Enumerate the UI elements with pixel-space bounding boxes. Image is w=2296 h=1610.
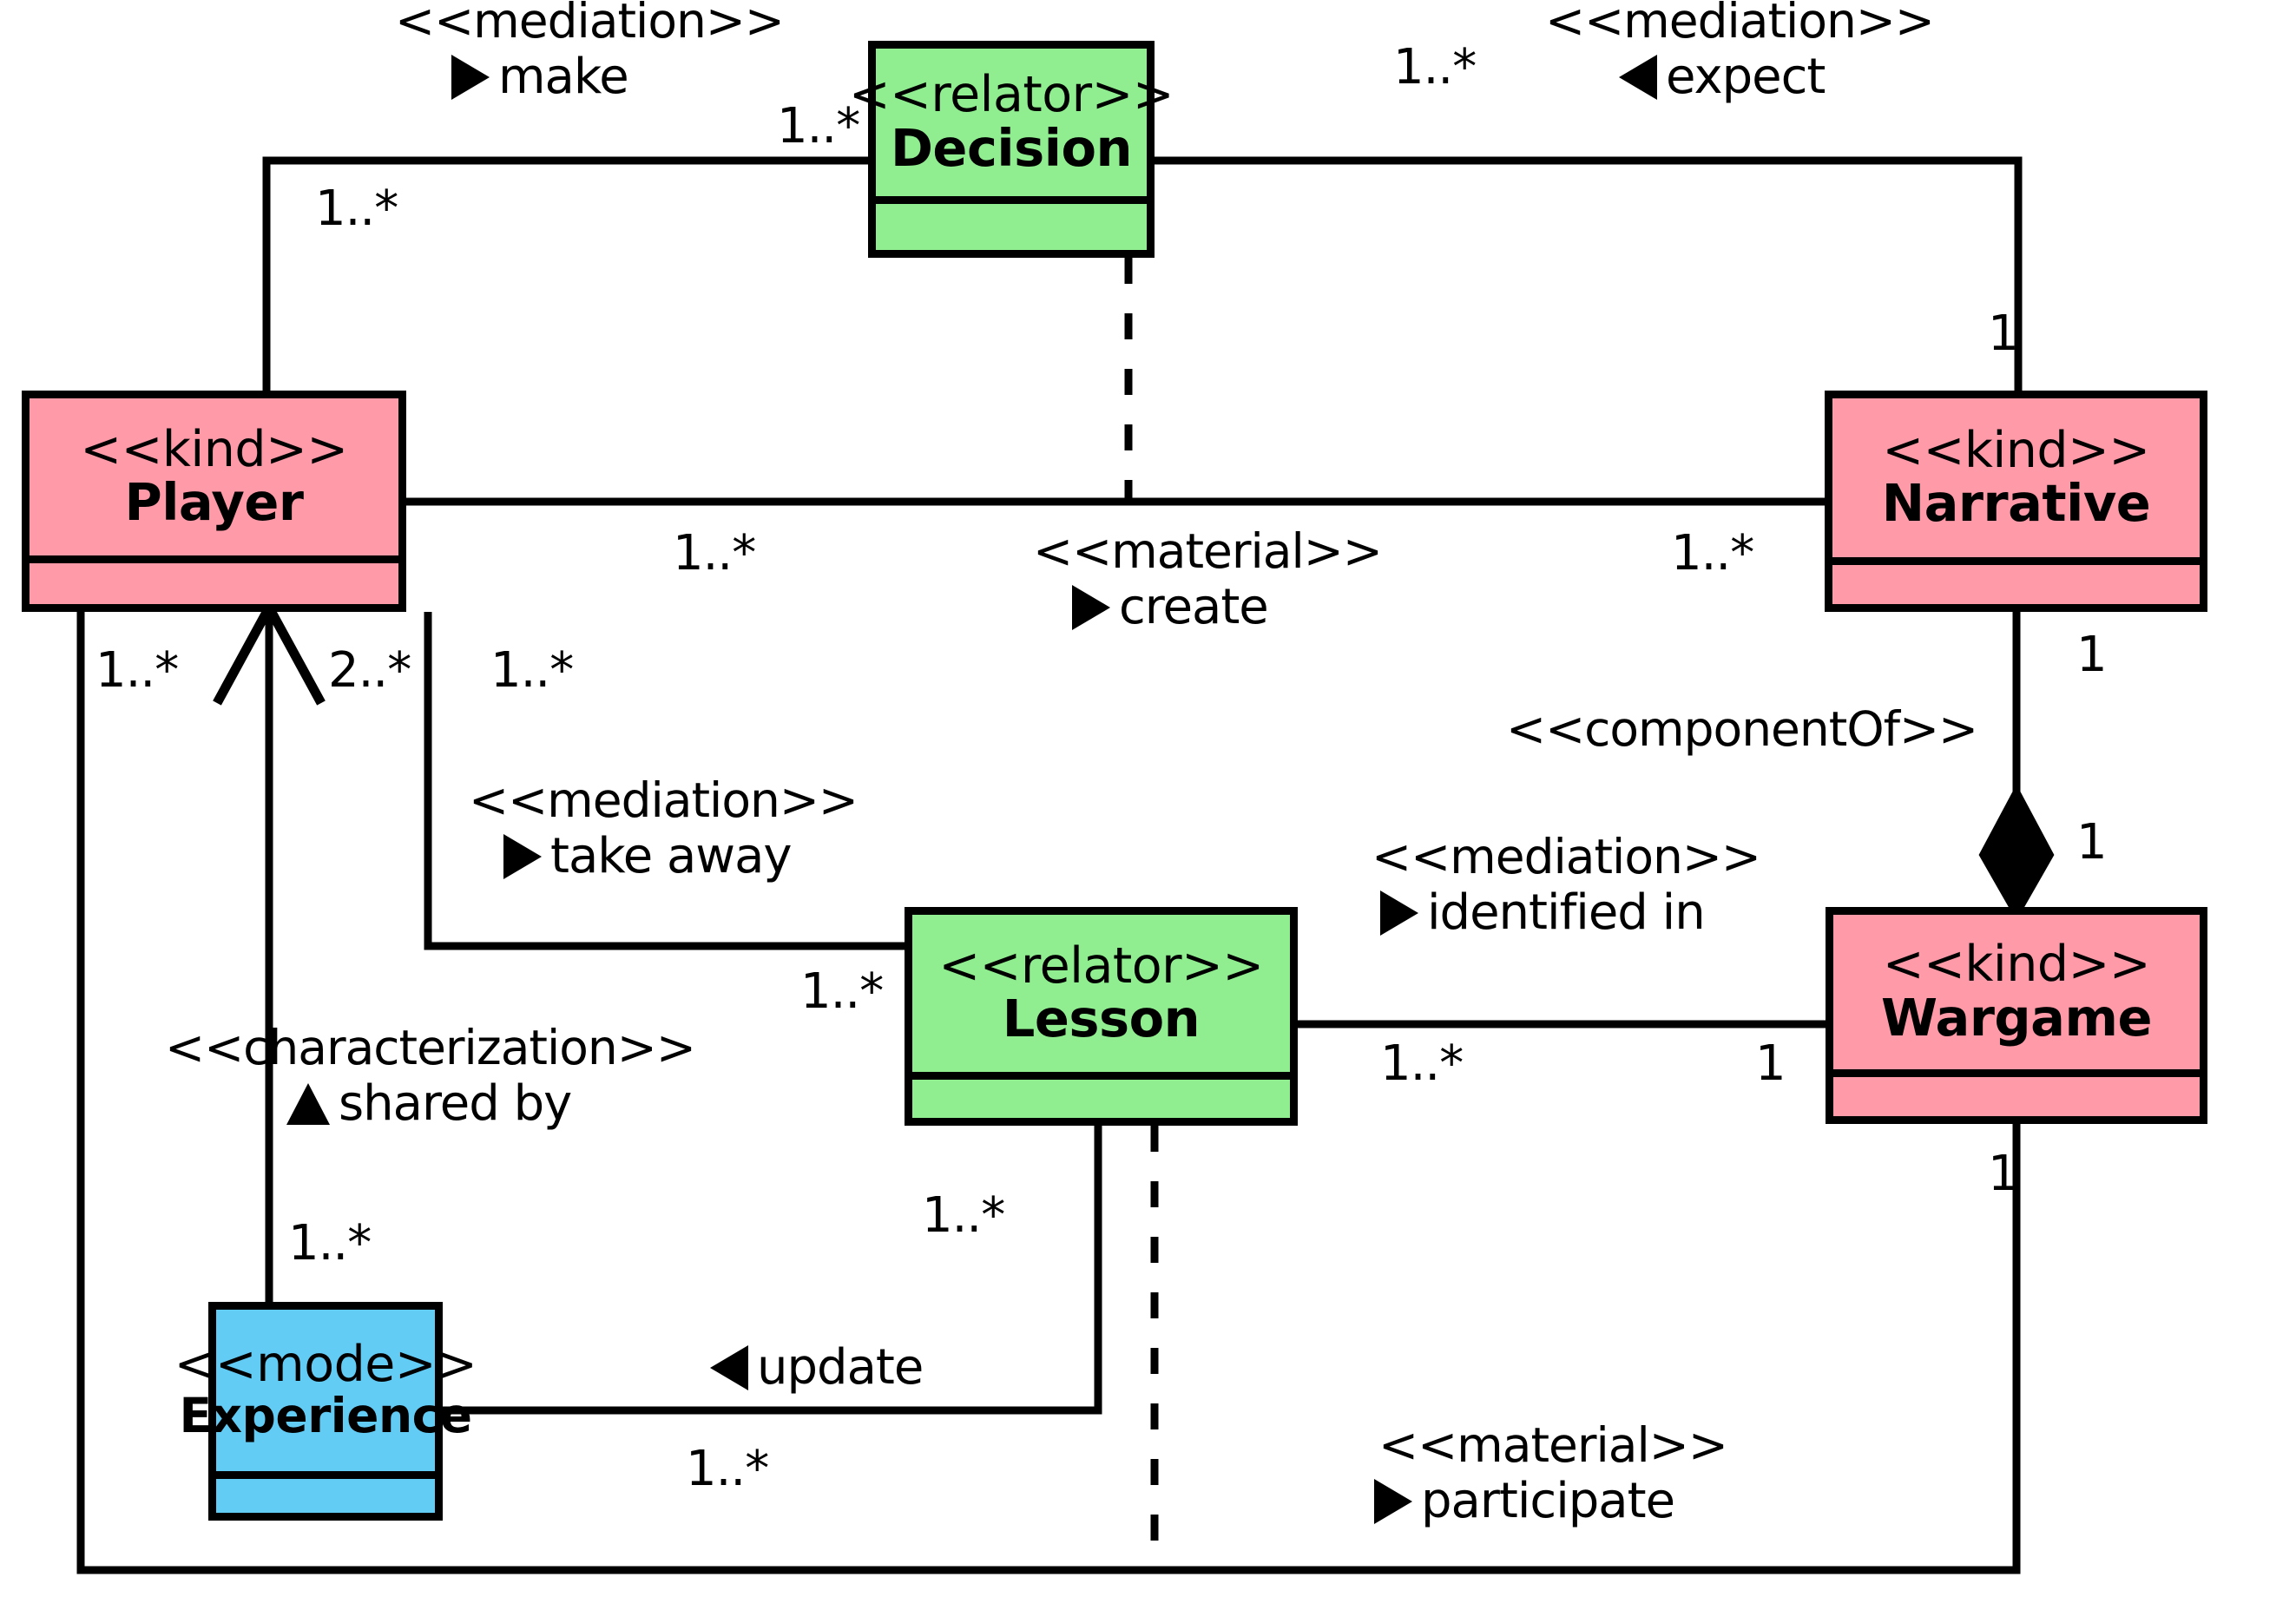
player-class-name: Player — [124, 472, 304, 533]
arrow-right-icon — [1380, 890, 1418, 936]
wargame-stereotype: <<kind>> — [1882, 936, 2151, 994]
lesson-name-compartment: <<relator>> Lesson — [912, 915, 1290, 1072]
aggregation-diamond-icon — [1978, 784, 2055, 922]
relationship-label-make: <<mediation>> make — [395, 0, 785, 105]
class-box-wargame[interactable]: <<kind>> Wargame — [1826, 907, 2207, 1124]
participate-mult-wargame: 1 — [1988, 1146, 2019, 1202]
relationship-label-update: update — [710, 1339, 924, 1396]
class-box-lesson[interactable]: <<relator>> Lesson — [905, 907, 1298, 1126]
update-name: update — [757, 1339, 924, 1396]
make-name: make — [498, 49, 629, 105]
line-make — [262, 156, 868, 391]
componentof-mult-wargame: 1 — [2076, 814, 2108, 871]
player-name-compartment: <<kind>> Player — [30, 398, 398, 555]
expect-name: expect — [1666, 49, 1826, 105]
characterization-stereotype: <<characterization>> — [165, 1020, 696, 1075]
relationship-label-identified-in: <<mediation>> identified in — [1372, 829, 1761, 941]
lesson-stereotype: <<relator>> — [938, 936, 1264, 995]
identified-mult-wargame: 1 — [1755, 1035, 1786, 1092]
componentof-mult-narrative: 1 — [2076, 627, 2108, 683]
line-expect — [1155, 156, 2023, 391]
create-mult-player: 1..* — [673, 525, 756, 582]
make-mult-player: 1..* — [315, 181, 398, 237]
characterization-mult-player: 2..* — [328, 642, 411, 699]
expect-stereotype: <<mediation>> — [1545, 0, 1935, 49]
class-box-player[interactable]: <<kind>> Player — [22, 391, 406, 612]
relationship-label-participate: <<material>> participate — [1374, 1417, 1728, 1529]
arrow-right-icon — [451, 54, 490, 100]
narrative-class-name: Narrative — [1881, 473, 2151, 534]
arrow-right-icon — [1072, 584, 1110, 630]
decision-name-compartment: <<relator>> Decision — [849, 49, 1174, 196]
narrative-name-compartment: <<kind>> Narrative — [1832, 398, 2200, 557]
participate-stereotype: <<material>> — [1378, 1417, 1728, 1473]
player-attribute-compartment — [30, 555, 398, 612]
arrow-up-icon — [286, 1082, 330, 1125]
generalization-arrowhead-icon — [213, 605, 326, 706]
decision-class-name: Decision — [890, 117, 1133, 178]
takeaway-mult-lesson: 1..* — [800, 963, 884, 1020]
update-mult-lesson: 1..* — [922, 1187, 1005, 1244]
relationship-label-shared-by: <<characterization>> shared by — [165, 1020, 696, 1132]
line-participate — [76, 612, 2021, 1574]
takeaway-stereotype: <<mediation>> — [469, 772, 859, 828]
decision-stereotype: <<relator>> — [848, 66, 1174, 124]
characterization-name: shared by — [339, 1075, 572, 1132]
expect-mult-decision: 1..* — [1393, 39, 1477, 95]
experience-class-name: Experience — [179, 1388, 472, 1444]
identified-mult-lesson: 1..* — [1380, 1035, 1464, 1092]
create-name: create — [1119, 579, 1269, 635]
line-take-away — [424, 612, 905, 950]
takeaway-name: take away — [550, 828, 793, 884]
arrow-right-icon — [503, 833, 542, 879]
wargame-name-compartment: <<kind>> Wargame — [1833, 915, 2200, 1069]
takeaway-mult-player: 1..* — [490, 642, 574, 699]
player-stereotype: <<kind>> — [80, 420, 348, 478]
arrow-right-icon — [1374, 1478, 1412, 1524]
participate-name: participate — [1421, 1473, 1675, 1529]
relationship-label-take-away: <<mediation>> take away — [469, 772, 859, 884]
experience-stereotype: <<mode>> — [174, 1336, 477, 1394]
line-update — [443, 1126, 1102, 1415]
arrow-left-icon — [1619, 54, 1657, 100]
arrow-left-icon — [710, 1344, 748, 1390]
class-box-experience[interactable]: <<mode>> Experience — [174, 1302, 477, 1521]
lesson-attribute-compartment — [912, 1072, 1290, 1126]
relationship-label-create: <<material>> create — [1033, 523, 1383, 635]
lesson-class-name: Lesson — [1002, 989, 1201, 1049]
wargame-class-name: Wargame — [1881, 987, 2152, 1048]
experience-attribute-compartment — [216, 1471, 435, 1521]
create-stereotype: <<material>> — [1033, 523, 1383, 579]
relationship-label-expect: <<mediation>> expect — [1545, 0, 1935, 105]
decision-attribute-compartment — [876, 196, 1147, 258]
class-box-decision[interactable]: <<relator>> Decision — [849, 41, 1174, 258]
create-mult-narrative: 1..* — [1671, 525, 1754, 582]
update-mult-experience: 1..* — [686, 1441, 769, 1497]
narrative-stereotype: <<kind>> — [1882, 421, 2150, 479]
make-mult-decision: 1..* — [777, 98, 860, 154]
class-box-narrative[interactable]: <<kind>> Narrative — [1825, 391, 2207, 612]
characterization-mult-experience: 1..* — [288, 1215, 372, 1272]
identified-name: identified in — [1427, 884, 1706, 941]
identified-stereotype: <<mediation>> — [1372, 829, 1761, 884]
narrative-attribute-compartment — [1832, 557, 2200, 612]
expect-mult-narrative: 1 — [1988, 306, 2019, 362]
participate-mult-player: 1..* — [95, 642, 179, 699]
experience-name-compartment: <<mode>> Experience — [174, 1310, 477, 1471]
make-stereotype: <<mediation>> — [395, 0, 785, 49]
wargame-attribute-compartment — [1833, 1069, 2200, 1124]
componentof-stereotype: <<componentOf>> — [1506, 701, 1978, 757]
